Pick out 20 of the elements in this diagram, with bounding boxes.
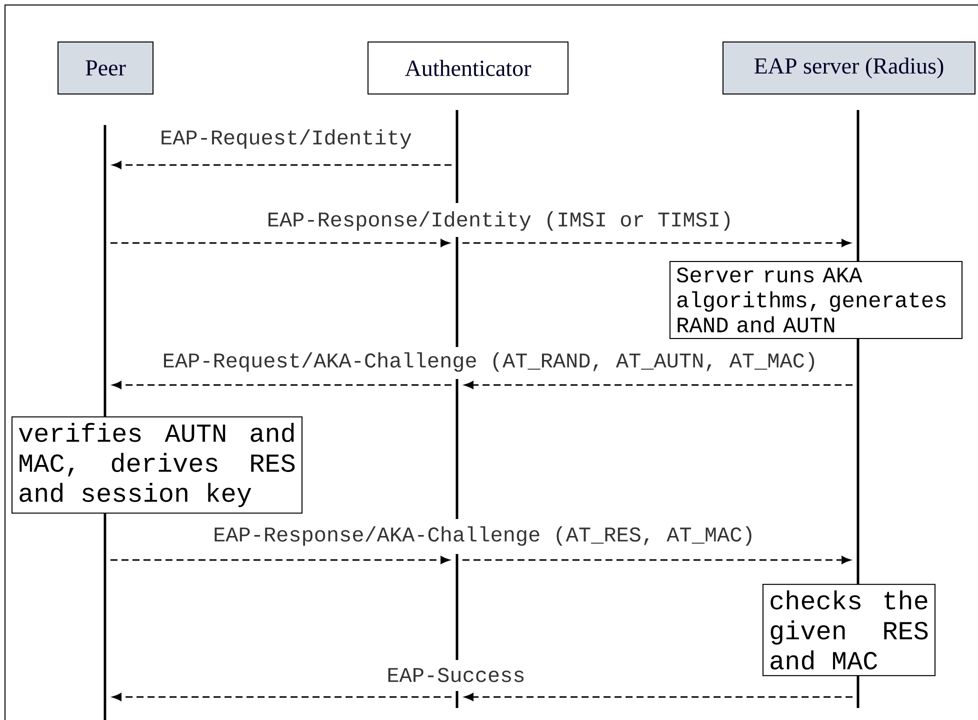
message-label: EAP-Request/Identity xyxy=(158,128,414,150)
message-arrow xyxy=(112,161,452,169)
note-box: checks the given RES and MAC xyxy=(762,584,936,676)
message-label: EAP-Response/Identity (IMSI or TIMSI) xyxy=(266,210,734,232)
message-arrow xyxy=(464,693,853,701)
message-label: EAP-Success xyxy=(386,666,526,684)
message-label: EAP-Response/AKA-Challenge (AT_RES, AT_MAC) xyxy=(212,525,756,547)
note-box: Server runs AKA algorithms, generates RAND and AUTN xyxy=(670,261,962,339)
participant-box: Peer xyxy=(58,42,154,94)
message-arrow xyxy=(112,381,452,389)
note-box: verifies AUTN and MAC, derives RES and session key xyxy=(12,416,302,514)
message-arrow xyxy=(110,556,450,564)
message-arrow xyxy=(464,381,853,389)
message-arrow xyxy=(462,556,850,564)
message-arrow xyxy=(462,239,850,247)
message-label: EAP-Request/AKA-Challenge (AT_RAND, AT_AUTN, AT_MAC) xyxy=(161,351,819,373)
message-arrow xyxy=(110,239,450,247)
participant-box: EAP server (Radius) xyxy=(722,42,976,94)
message-arrow xyxy=(112,693,452,701)
participant-box: Authenticator xyxy=(368,42,568,94)
